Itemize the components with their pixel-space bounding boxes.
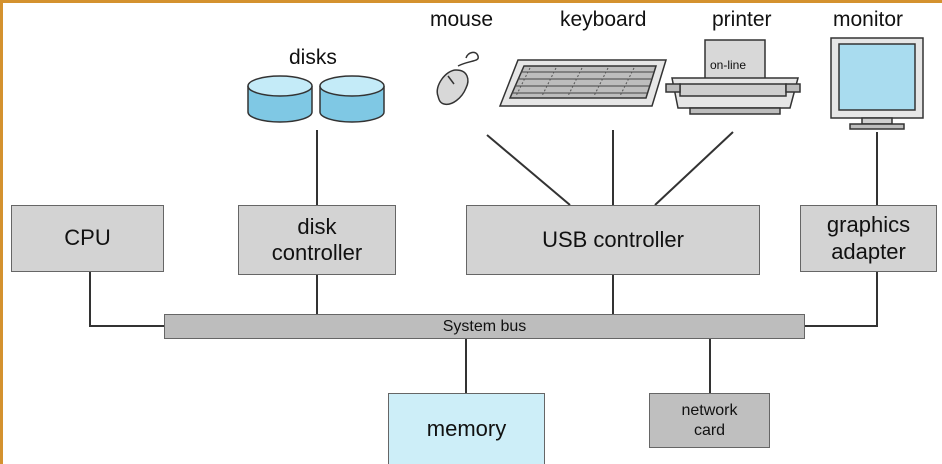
graphics-adapter-label: graphics adapter xyxy=(826,212,911,264)
system-bus: System bus xyxy=(164,314,805,339)
usb-controller-label: USB controller xyxy=(542,226,684,252)
memory-box: memory xyxy=(388,393,545,464)
mouse-icon xyxy=(436,51,479,106)
printer-icon xyxy=(665,39,801,115)
disks-icon xyxy=(247,75,385,123)
keyboard-icon xyxy=(498,59,668,107)
graphics-bus-link xyxy=(804,272,878,327)
printer-label: printer xyxy=(712,8,772,31)
mouse-label: mouse xyxy=(430,8,494,31)
memory-label: memory xyxy=(426,415,507,441)
disk-controller-box: disk controller xyxy=(238,205,396,275)
disks-label: disks xyxy=(289,46,337,69)
network-card-box: network card xyxy=(649,393,770,448)
keyboard-label: keyboard xyxy=(560,8,647,31)
printer-link xyxy=(654,131,734,206)
monitor-icon xyxy=(830,37,924,130)
network-card-label: network card xyxy=(681,402,738,439)
cpu-box: CPU xyxy=(11,205,164,272)
cpu-bus-link xyxy=(89,272,165,327)
mouse-link xyxy=(486,134,571,206)
printer-status-label: on-line xyxy=(710,58,747,72)
graphics-adapter-box: graphics adapter xyxy=(800,205,937,272)
usb-controller-box: USB controller xyxy=(466,205,760,275)
monitor-label: monitor xyxy=(833,8,904,31)
cpu-label: CPU xyxy=(64,225,111,251)
disk-controller-label: disk controller xyxy=(271,213,363,265)
system-bus-label: System bus xyxy=(442,317,527,335)
